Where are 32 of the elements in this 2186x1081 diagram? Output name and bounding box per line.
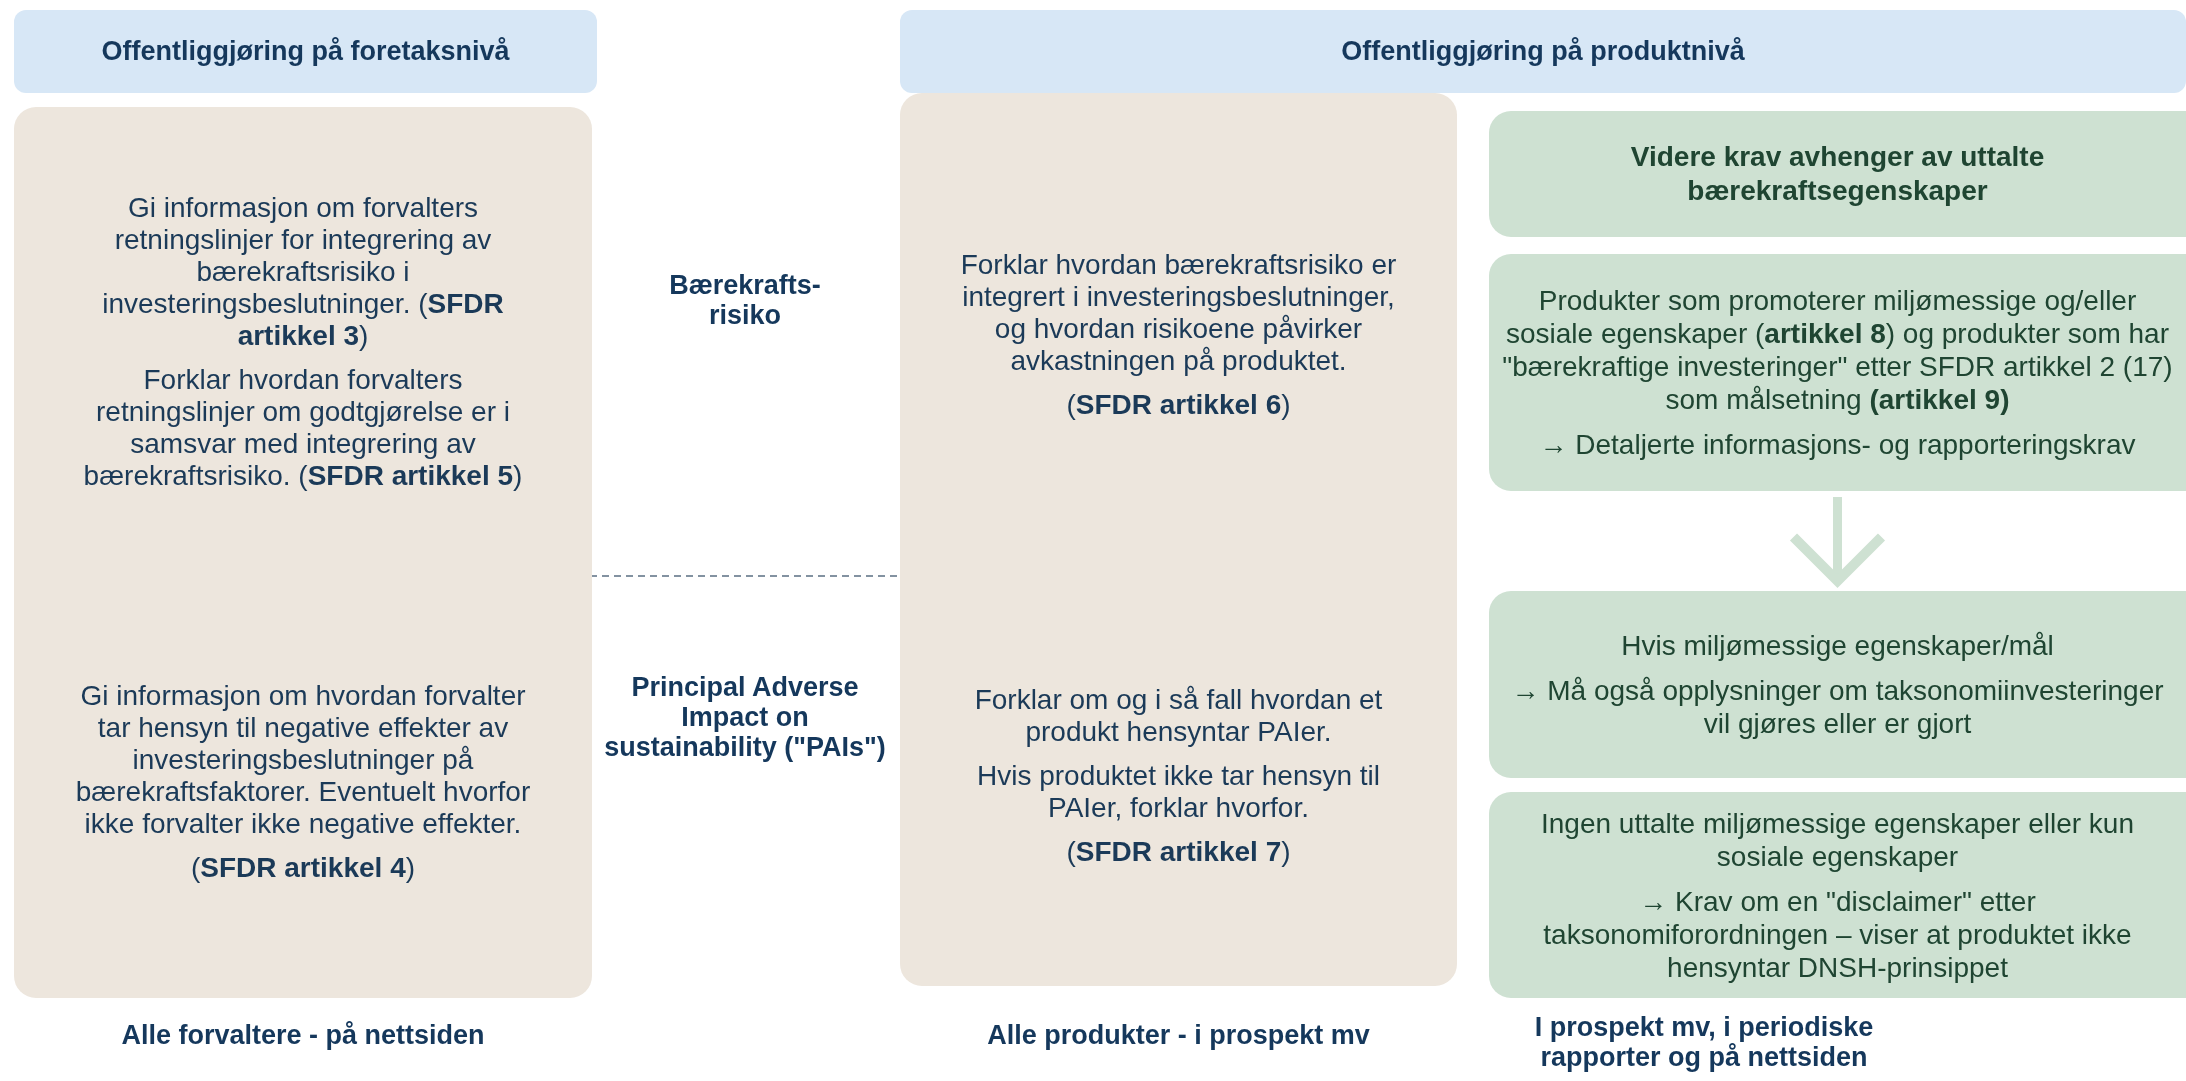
card-text: Forklar hvordan forvalters retningslinjer om godtgjørelse er i samsvar med integrering av bærekraftsrisiko. (SFDR artikkel 5) xyxy=(82,363,524,492)
card-heading: Videre krav avhenger av uttalte bærekraftsegenskaper xyxy=(1629,140,2046,208)
card-text: Produkter som promoterer miljømessige og/eller sosiale egenskaper (artikkel 8) og produkter som har "bærekraftige investeringer" etter SFDR artikkel 2 (17) som målsetning (artikkel 9) xyxy=(1501,284,2174,416)
row-label: Bærekrafts- risiko xyxy=(668,270,822,330)
card-text: Forklar om og i så fall hvordan et produkt hensyntar PAIer. xyxy=(973,684,1384,748)
header-text: Offentliggjøring på produktnivå xyxy=(1341,36,1745,67)
card-text: → Må også opplysninger om taksonomiinvesteringer vil gjøres eller er gjort xyxy=(1510,674,2165,740)
card-text: (SFDR artikkel 6) xyxy=(1066,388,1291,421)
card-text: → Detaljerte informasjons- og rapporteringskrav xyxy=(1539,428,2136,461)
card-text: Hvis produktet ikke tar hensyn til PAIer, forklar hvorfor. xyxy=(975,760,1382,824)
card-text: Forklar hvordan bærekraftsrisiko er integrert i investeringsbeslutninger, og hvordan risikoene påvirker avkastningen på produktet. xyxy=(959,248,1398,377)
header-text: Offentliggjøring på foretaksnivå xyxy=(101,36,510,67)
arrow xyxy=(1788,497,1887,586)
column-footer: Alle forvaltere - på nettsiden xyxy=(14,1020,592,1050)
info-card xyxy=(900,93,1457,986)
card-text: Hvis miljømessige egenskaper/mål xyxy=(1621,629,2054,662)
requirement-card xyxy=(1489,591,2186,778)
header-band xyxy=(900,10,2186,93)
card-text: Ingen uttalte miljømessige egenskaper eller kun sosiale egenskaper xyxy=(1540,806,2135,873)
card-text: (SFDR artikkel 4) xyxy=(190,852,416,884)
card-text: → Krav om en "disclaimer" etter taksonomiforordningen – viser at produktet ikke hensyntar DNSH-prinsippet xyxy=(1542,884,2133,984)
card-text: (SFDR artikkel 7) xyxy=(1066,836,1291,868)
column-footer: I prospekt mv, i periodiske rapporter og på nettsiden xyxy=(1489,1012,1919,1072)
info-card xyxy=(14,107,592,998)
requirement-card xyxy=(1489,254,2186,491)
requirement-card xyxy=(1489,111,2186,237)
column-footer: Alle produkter - i prospekt mv xyxy=(900,1020,1457,1050)
requirement-card xyxy=(1489,792,2186,998)
card-text: Gi informasjon om forvalters retningslinjer for integrering av bærekraftsrisiko i investeringsbeslutninger. (SFDR artikkel 3) xyxy=(101,191,505,352)
row-label: Principal Adverse Impact on sustainability ("PAIs") xyxy=(603,672,887,762)
header-band xyxy=(14,10,597,93)
card-text: Gi informasjon om hvordan forvalter tar hensyn til negative effekter av investeringsbeslutninger på bærekraftsfaktorer. Eventuelt hvorfor ikke forvalter ikke negative effekter. xyxy=(74,680,532,840)
